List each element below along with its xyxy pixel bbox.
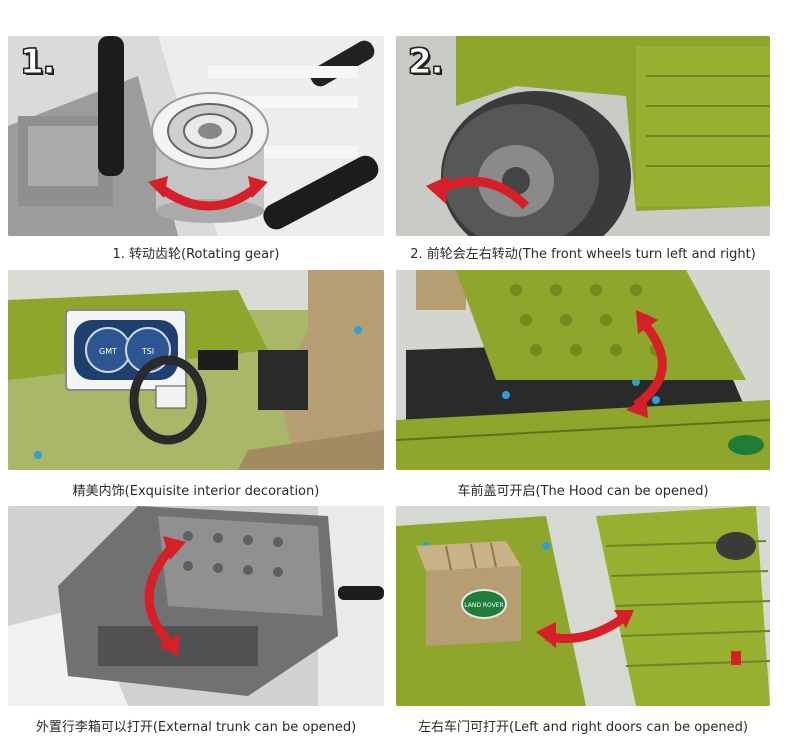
step-number-badge: 1. bbox=[20, 42, 57, 83]
caption-front-wheels: 2. 前轮会左右转动(The front wheels turn left an… bbox=[410, 247, 756, 262]
panel-rotating-gear: 1. bbox=[8, 36, 384, 236]
doors-illustration: LAND ROVER bbox=[396, 506, 770, 706]
hood-illustration bbox=[396, 270, 770, 470]
panel-doors: LAND ROVER bbox=[396, 506, 770, 706]
step-number-badge: 2. bbox=[408, 42, 445, 83]
caption-interior: 精美内饰(Exquisite interior decoration) bbox=[72, 484, 320, 499]
caption-rotating-gear: 1. 转动齿轮(Rotating gear) bbox=[112, 247, 280, 262]
caption-doors: 左右车门可打开(Left and right doors can be open… bbox=[418, 720, 748, 735]
caption-trunk: 外置行李箱可以打开(External trunk can be opened) bbox=[35, 720, 357, 735]
gauge-right-label: TSI bbox=[141, 347, 154, 356]
panel-hood bbox=[396, 270, 770, 470]
panel-interior: GMT TSI bbox=[8, 270, 384, 470]
gauge-left-label: GMT bbox=[99, 347, 117, 356]
interior-illustration: GMT TSI bbox=[8, 270, 384, 470]
rotating-gear-illustration bbox=[8, 36, 384, 236]
caption-hood: 车前盖可开启(The Hood can be opened) bbox=[457, 484, 709, 499]
panel-trunk bbox=[8, 506, 384, 706]
front-wheel-illustration bbox=[396, 36, 770, 236]
crate-logo-text: LAND ROVER bbox=[464, 602, 503, 609]
trunk-illustration bbox=[8, 506, 384, 706]
panel-front-wheels: 2. bbox=[396, 36, 770, 236]
